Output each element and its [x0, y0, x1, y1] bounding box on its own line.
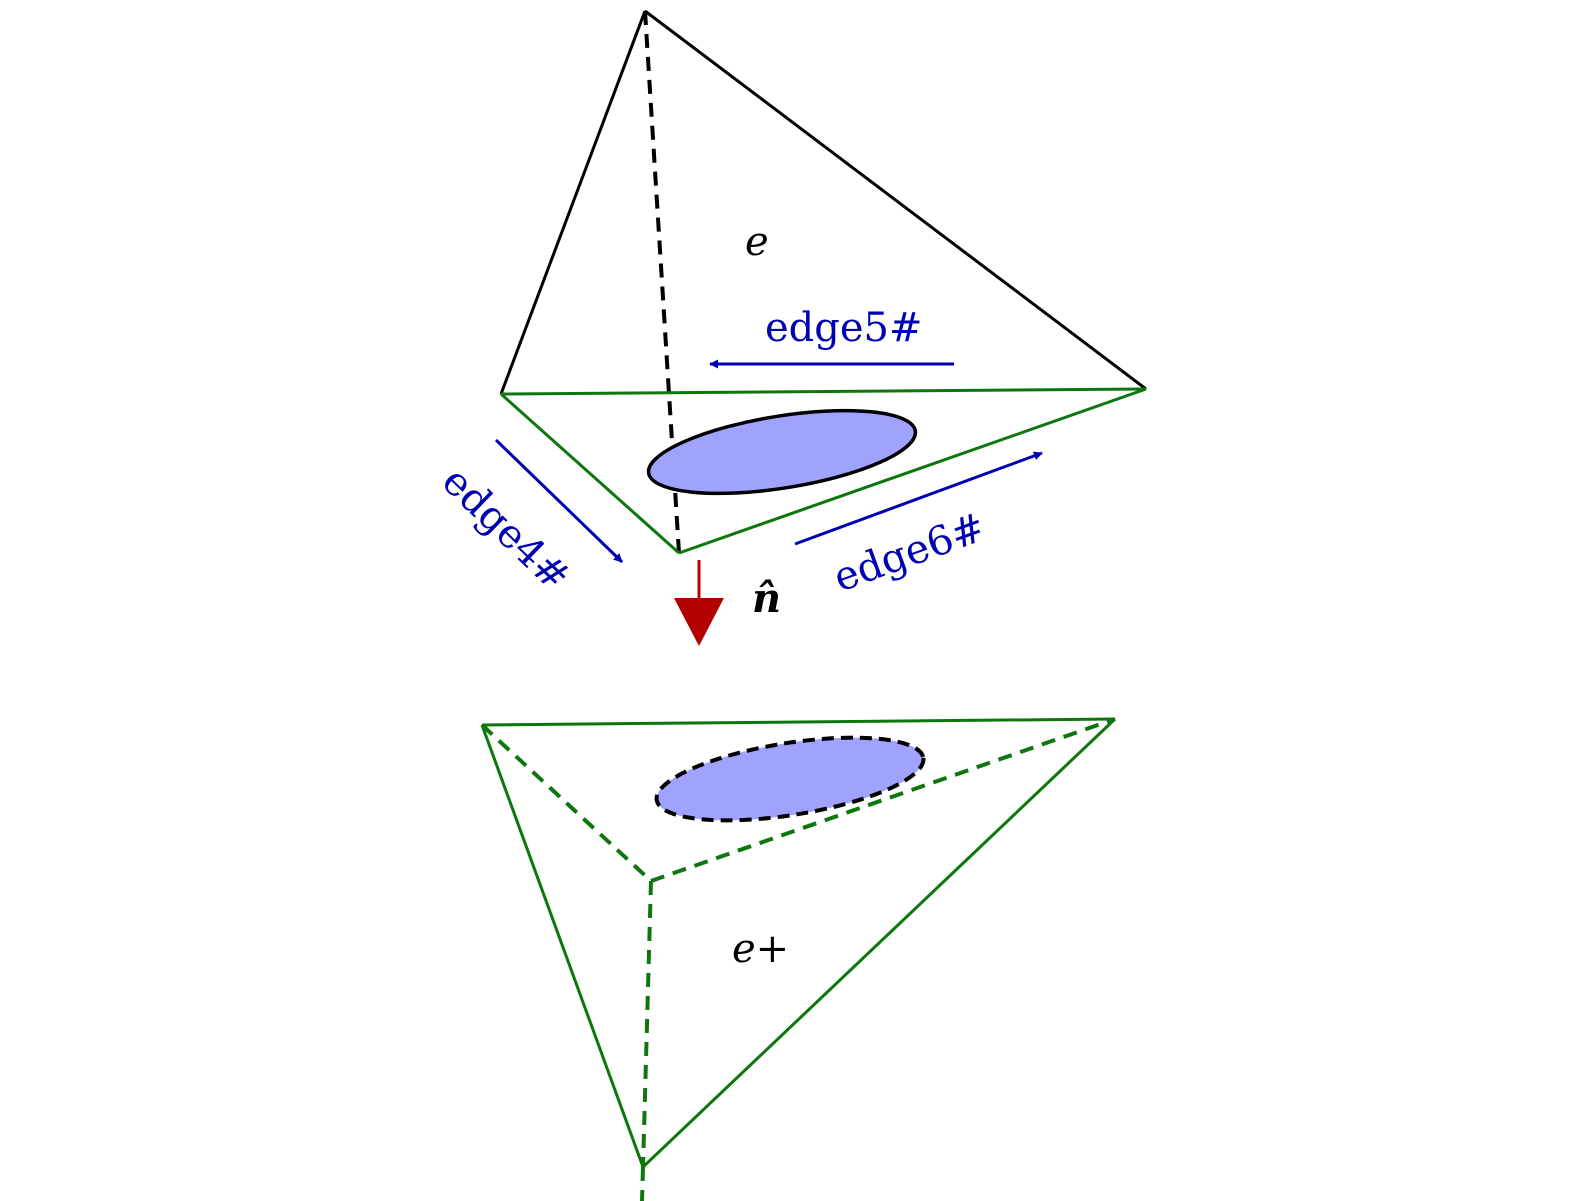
lower-face-edge-right-hidden: [650, 717, 1116, 883]
edge5-label: edge5#: [765, 305, 923, 351]
upper-face-edge-back: [500, 387, 1147, 396]
normal-vector-group: n̂: [674, 560, 781, 646]
edge6-label: edge6#: [828, 504, 992, 601]
normal-arrow-head: [674, 598, 724, 646]
lower-element-label: e+: [732, 926, 789, 972]
upper-face-edge-right: [678, 387, 1147, 555]
upper-edge-apex-right: [644, 9, 1147, 391]
lower-edge-tail-hidden: [640, 1166, 645, 1201]
lower-tetrahedron: e+: [480, 717, 1117, 1201]
lower-face-edge-left-hidden: [480, 723, 653, 883]
upper-element-label: e: [745, 219, 769, 265]
upper-tetrahedron: e: [499, 9, 1147, 555]
lower-face-ellipse: [654, 735, 926, 823]
edge5-group: edge5#: [709, 305, 954, 369]
edge4-arrow: [494, 438, 624, 564]
edge4-group: edge4#: [433, 438, 624, 601]
upper-edge-apex-left: [499, 10, 647, 395]
lower-edge-right-bottom: [641, 717, 1117, 1169]
lower-edge-front-bottom-hidden: [641, 880, 653, 1168]
upper-face-ellipse: [646, 408, 918, 496]
lower-edge-left-bottom: [480, 724, 645, 1168]
upper-face-edge-left: [500, 392, 680, 555]
edge6-arrow: [794, 451, 1043, 546]
lower-face-edge-back: [481, 717, 1116, 727]
normal-vector-label: n̂: [752, 575, 781, 622]
edge4-label: edge4#: [433, 458, 578, 601]
